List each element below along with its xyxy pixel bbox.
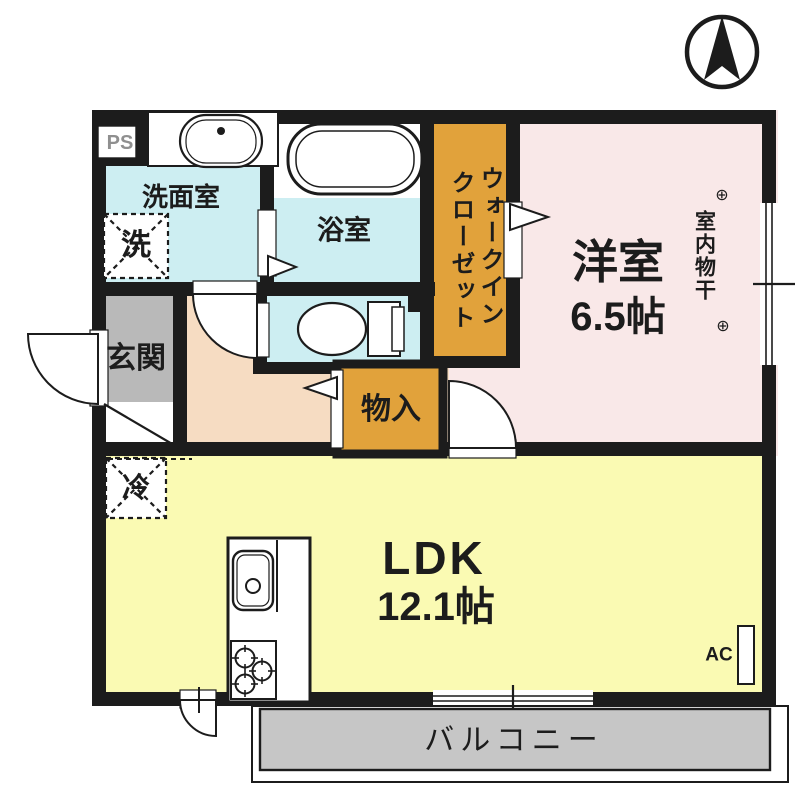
- ldk-exterior-door-swing: [178, 699, 217, 738]
- faucet-icon: [217, 127, 225, 135]
- wall-right: [762, 110, 776, 706]
- ac-label: AC: [705, 644, 733, 666]
- washbasin-inner: [185, 119, 257, 164]
- door-markers: [267, 202, 552, 401]
- wall-stub-toilet: [408, 296, 432, 312]
- indoor-drying-label: 室内物干: [692, 210, 716, 302]
- burner-ticks: [232, 645, 275, 697]
- drying-marker-bottom: ⊕: [716, 318, 730, 335]
- wall-entrance-hall: [173, 282, 187, 456]
- bathroom-label: 浴室: [317, 215, 371, 246]
- fridge-label: 冷: [121, 472, 151, 503]
- ac-unit: [737, 625, 755, 685]
- toilet-lever: [391, 306, 405, 352]
- western-room-label: 洋室: [572, 236, 664, 288]
- entry-door-swing: [26, 333, 99, 406]
- closet-door-marker: [509, 202, 552, 232]
- washer-label: 洗: [121, 229, 151, 262]
- compass-needle: [704, 16, 740, 80]
- walk-in-closet-label-line2: クローゼット: [447, 170, 474, 332]
- washer-diagonal: [103, 213, 169, 279]
- balcony-label: バルコニー: [424, 724, 604, 757]
- balcony: [251, 705, 789, 783]
- drying-marker-top: ⊕: [715, 187, 729, 204]
- western-room-door-swing: [448, 379, 518, 449]
- balcony-outer-line: [251, 705, 789, 783]
- ps-box: [97, 125, 137, 159]
- stove-burners: [232, 645, 275, 697]
- kitchen-drain: [245, 578, 261, 594]
- western-room-size: 6.5帖: [570, 295, 666, 339]
- ldk-area: [98, 446, 772, 700]
- balcony-floor: [258, 707, 772, 772]
- ldk-label: LDK: [382, 532, 486, 584]
- wall-washroom-hall: [92, 282, 435, 296]
- walk-in-closet-label-line1: ウォークイン: [476, 166, 503, 328]
- washer-box: [102, 212, 170, 280]
- entrance-label: 玄関: [106, 342, 166, 375]
- washroom-door-swing: [191, 293, 258, 360]
- wall-left: [92, 110, 106, 706]
- kitchen-sink-inner: [236, 554, 270, 607]
- door-swings: [26, 293, 518, 738]
- washroom-label: 洗面室: [141, 182, 221, 212]
- bathtub-icon: [286, 122, 424, 196]
- windows: [433, 203, 795, 712]
- washbasin-icon: [178, 113, 264, 169]
- ldk-size: 12.1帖: [377, 585, 495, 629]
- storage-label: 物入: [361, 393, 421, 426]
- ps-label: PS: [106, 132, 134, 154]
- compass-north-icon: [684, 14, 760, 90]
- fixtures: [97, 111, 755, 704]
- toilet-icon: [296, 301, 368, 357]
- bathroom-door-marker: [267, 254, 299, 280]
- bathtub-inner: [295, 130, 415, 188]
- entrance-step-line: [103, 403, 180, 449]
- storage-door-marker: [301, 375, 338, 401]
